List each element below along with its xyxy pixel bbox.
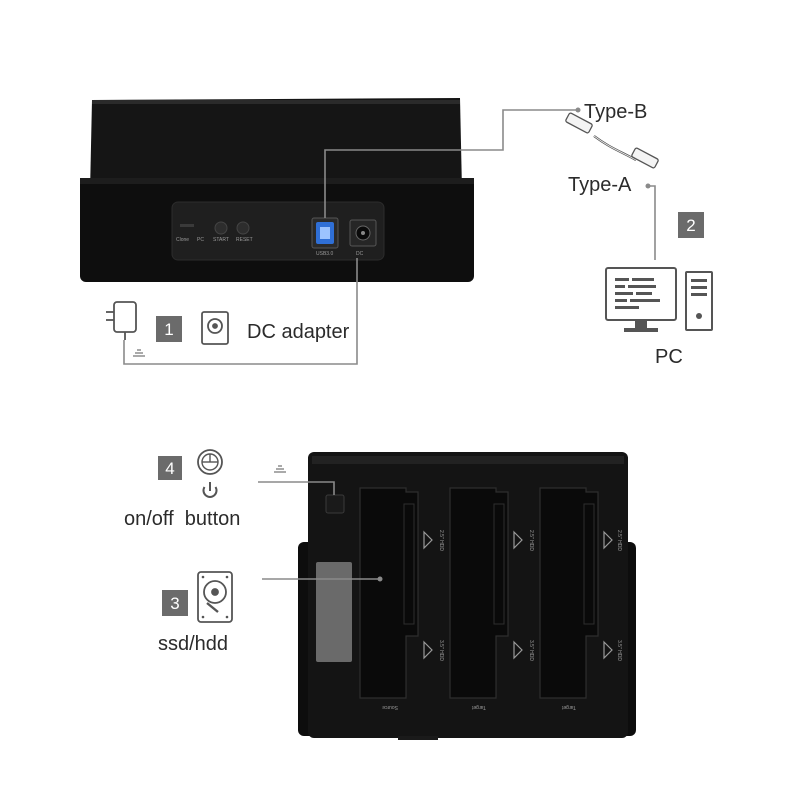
ssd-hdd-label: ssd/hdd	[158, 633, 228, 655]
power-button-icon	[197, 449, 223, 498]
panel-clone-label: Clone	[176, 237, 189, 243]
bay-3-top-tag: 2.5" HDD	[616, 530, 622, 551]
reset-button	[236, 221, 250, 235]
step-4-number: 4	[165, 459, 174, 478]
panel-dc-label: DC	[356, 251, 364, 257]
step-2-number: 2	[686, 216, 695, 235]
start-button	[214, 221, 228, 235]
drive-bay-source: 2.5" HDD 3.5" HDD Source	[359, 487, 444, 710]
drive-bay-target-1: 2.5" HDD 3.5" HDD Target	[449, 487, 534, 710]
bay-2-bottom-tag: 3.5" HDD	[528, 640, 534, 661]
bay-1-bottom-tag: 3.5" HDD	[438, 640, 444, 661]
dock-top-view: 2.5" HDD 3.5" HDD Source 2.5" HDD 3.5" H…	[298, 452, 636, 740]
power-switch	[325, 494, 345, 514]
step-1-number: 1	[164, 320, 173, 339]
bay-2-top-tag: 2.5" HDD	[528, 530, 534, 551]
power-adapter-icon	[106, 301, 137, 340]
usb-cable-icon	[565, 112, 659, 169]
step-3-number: 3	[170, 594, 179, 613]
computer-icon	[605, 267, 713, 332]
panel-pc-label: PC	[197, 237, 204, 243]
power-connector-icon	[133, 349, 145, 357]
drive-bay-target-2: 2.5" HDD 3.5" HDD Target	[539, 487, 622, 710]
bay-1-label: Source	[382, 704, 398, 710]
step-2-badge: 2	[678, 212, 704, 238]
panel-usb-label: USB3.0	[316, 251, 333, 257]
hard-drive-icon	[197, 571, 233, 623]
pc-label: PC	[655, 346, 683, 368]
connection-lines-top	[123, 107, 656, 365]
type-a-label: Type-A	[568, 174, 632, 196]
bay-3-label: Target	[561, 704, 576, 710]
bay-2-label: Target	[471, 704, 486, 710]
power-connector-icon-2	[274, 465, 286, 473]
panel-reset-label: RESET	[236, 237, 253, 243]
step-3-badge: 3	[162, 590, 188, 616]
panel-start-label: START	[213, 237, 229, 243]
onoff-button-label: on/off button	[124, 508, 240, 530]
bay-3-bottom-tag: 3.5" HDD	[616, 640, 622, 661]
step-1-badge: 1	[156, 316, 182, 342]
bay-1-top-tag: 2.5" HDD	[438, 530, 444, 551]
dock-rear-view: Clone PC START RESET USB3.0 DC	[80, 98, 474, 282]
dc-adapter-label: DC adapter	[247, 321, 350, 343]
step-4-badge: 4	[158, 456, 182, 480]
disc-drive-icon	[201, 311, 229, 345]
connection-lines-bottom	[258, 481, 383, 582]
type-b-label: Type-B	[584, 101, 647, 123]
